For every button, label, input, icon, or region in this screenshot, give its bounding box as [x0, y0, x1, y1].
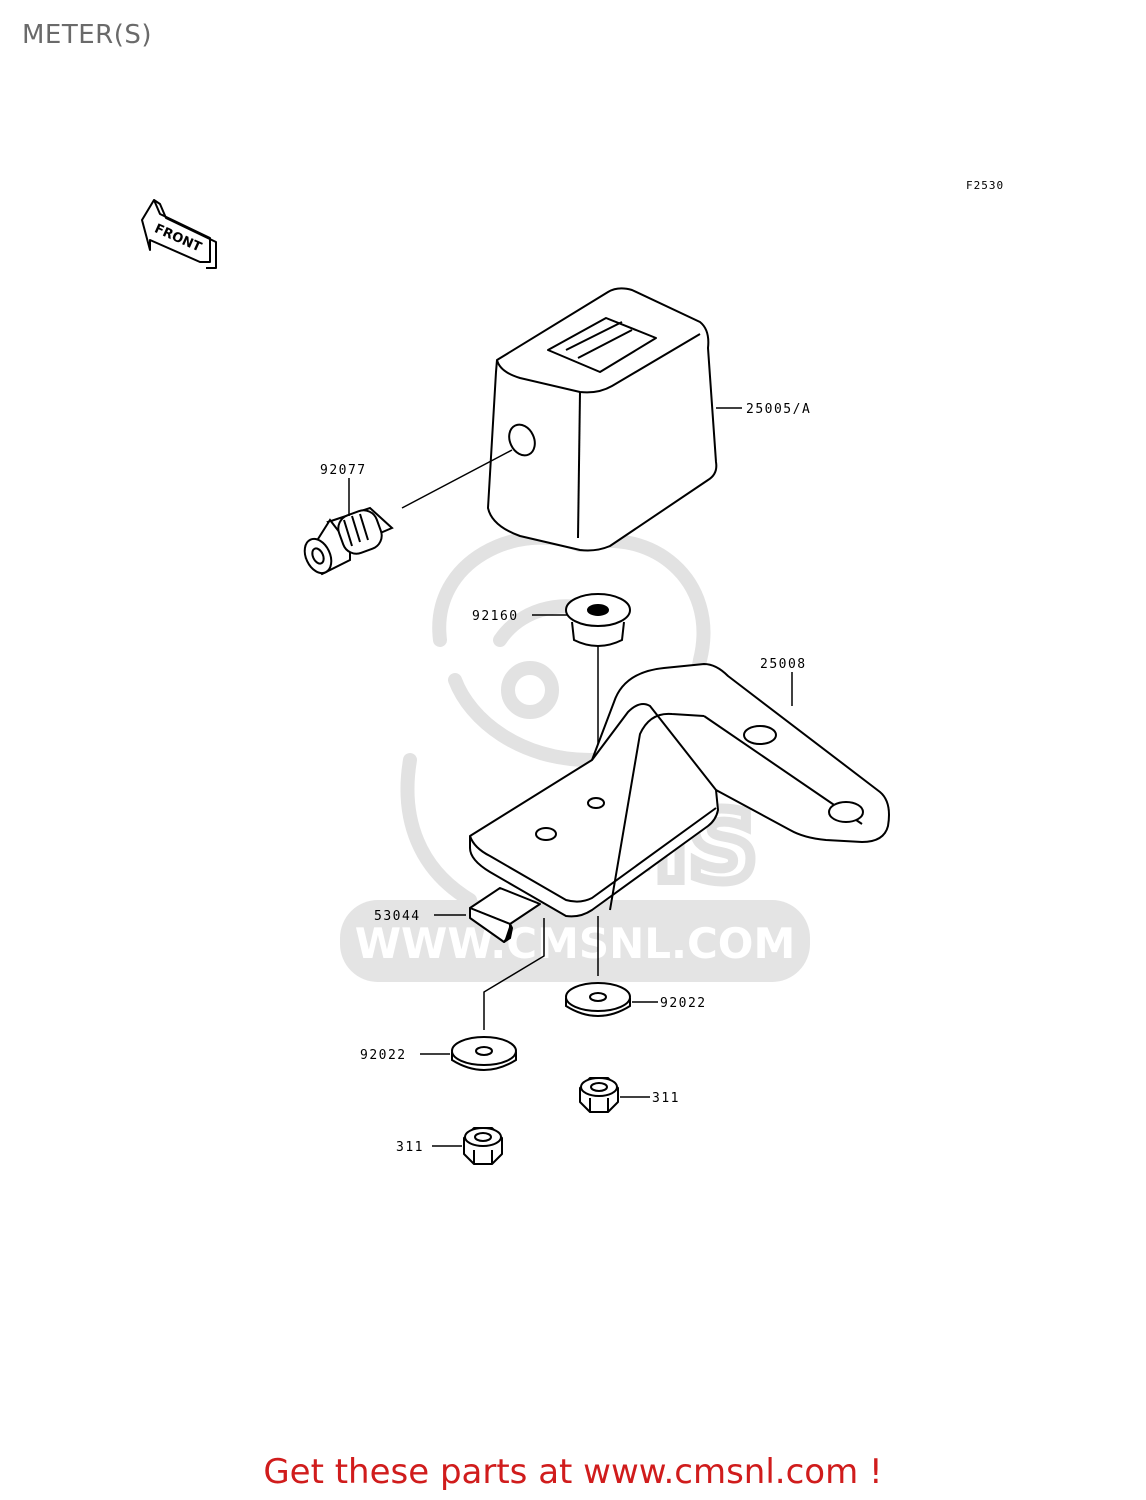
label-gear: 92077	[320, 463, 367, 478]
nut-right	[579, 1077, 619, 1113]
gear-bore	[311, 547, 325, 565]
watermark-banner	[340, 900, 810, 982]
washer-left-hole	[475, 1046, 493, 1056]
gear-teeth-ring	[337, 509, 383, 555]
nut-left-hole	[474, 1132, 492, 1142]
label-nut-right: 311	[652, 1091, 680, 1106]
front-arrow-icon	[141, 199, 211, 263]
meter-window-glare	[565, 321, 633, 359]
label-bracket: 25008	[760, 657, 807, 672]
label-washer-right: 92022	[660, 996, 707, 1011]
bracket-hole-upper	[743, 725, 777, 745]
gear-teeth-lines	[343, 513, 369, 547]
page-title: METER(S)	[22, 20, 153, 50]
leader-bracket-to-washer-left	[483, 918, 545, 1030]
washer-right	[565, 982, 631, 1017]
front-arrow-shadow	[153, 199, 217, 269]
figure-code: F2530	[966, 179, 1005, 192]
meter-front-corner	[577, 391, 581, 539]
label-grommet: 92160	[472, 609, 519, 624]
bracket-hole-left	[535, 827, 557, 841]
front-direction-marker: FRONT	[141, 199, 217, 269]
nut-left-flats	[473, 1150, 493, 1164]
bracket-bend-front	[609, 712, 705, 911]
grommet-hole	[587, 604, 609, 616]
pad-edge	[503, 923, 513, 943]
watermark-url: WWW.CMSNL.COM	[355, 919, 796, 968]
grommet	[565, 593, 631, 647]
washer-left	[451, 1036, 517, 1071]
bracket-hole-center	[587, 797, 605, 809]
meter-housing	[487, 287, 718, 552]
bracket-hole-end	[828, 801, 864, 823]
rubber-pad	[469, 887, 541, 943]
label-meter: 25005/A	[746, 402, 811, 417]
nut-left	[463, 1127, 503, 1165]
promo-link[interactable]: Get these parts at www.cmsnl.com !	[263, 1452, 883, 1492]
nut-right-hole	[590, 1082, 608, 1092]
label-nut-left: 311	[396, 1140, 424, 1155]
bracket-bend-inner	[591, 703, 717, 791]
meter-body-outline	[487, 287, 718, 552]
washer-right-hole	[589, 992, 607, 1002]
watermark-mascot-head	[432, 530, 711, 767]
label-pad: 53044	[374, 909, 421, 924]
meter-drive-hole	[508, 423, 536, 457]
label-washer-left: 92022	[360, 1048, 407, 1063]
meter-bracket	[469, 663, 890, 918]
bracket-outline	[469, 663, 890, 918]
watermark-mascot-body	[400, 753, 477, 907]
leader-gear-to-meter	[401, 449, 513, 509]
bracket-lower-edge	[469, 807, 717, 903]
nut-right-flats	[589, 1098, 609, 1112]
watermark-mascot-eye	[501, 661, 559, 719]
drive-gear	[303, 506, 394, 576]
